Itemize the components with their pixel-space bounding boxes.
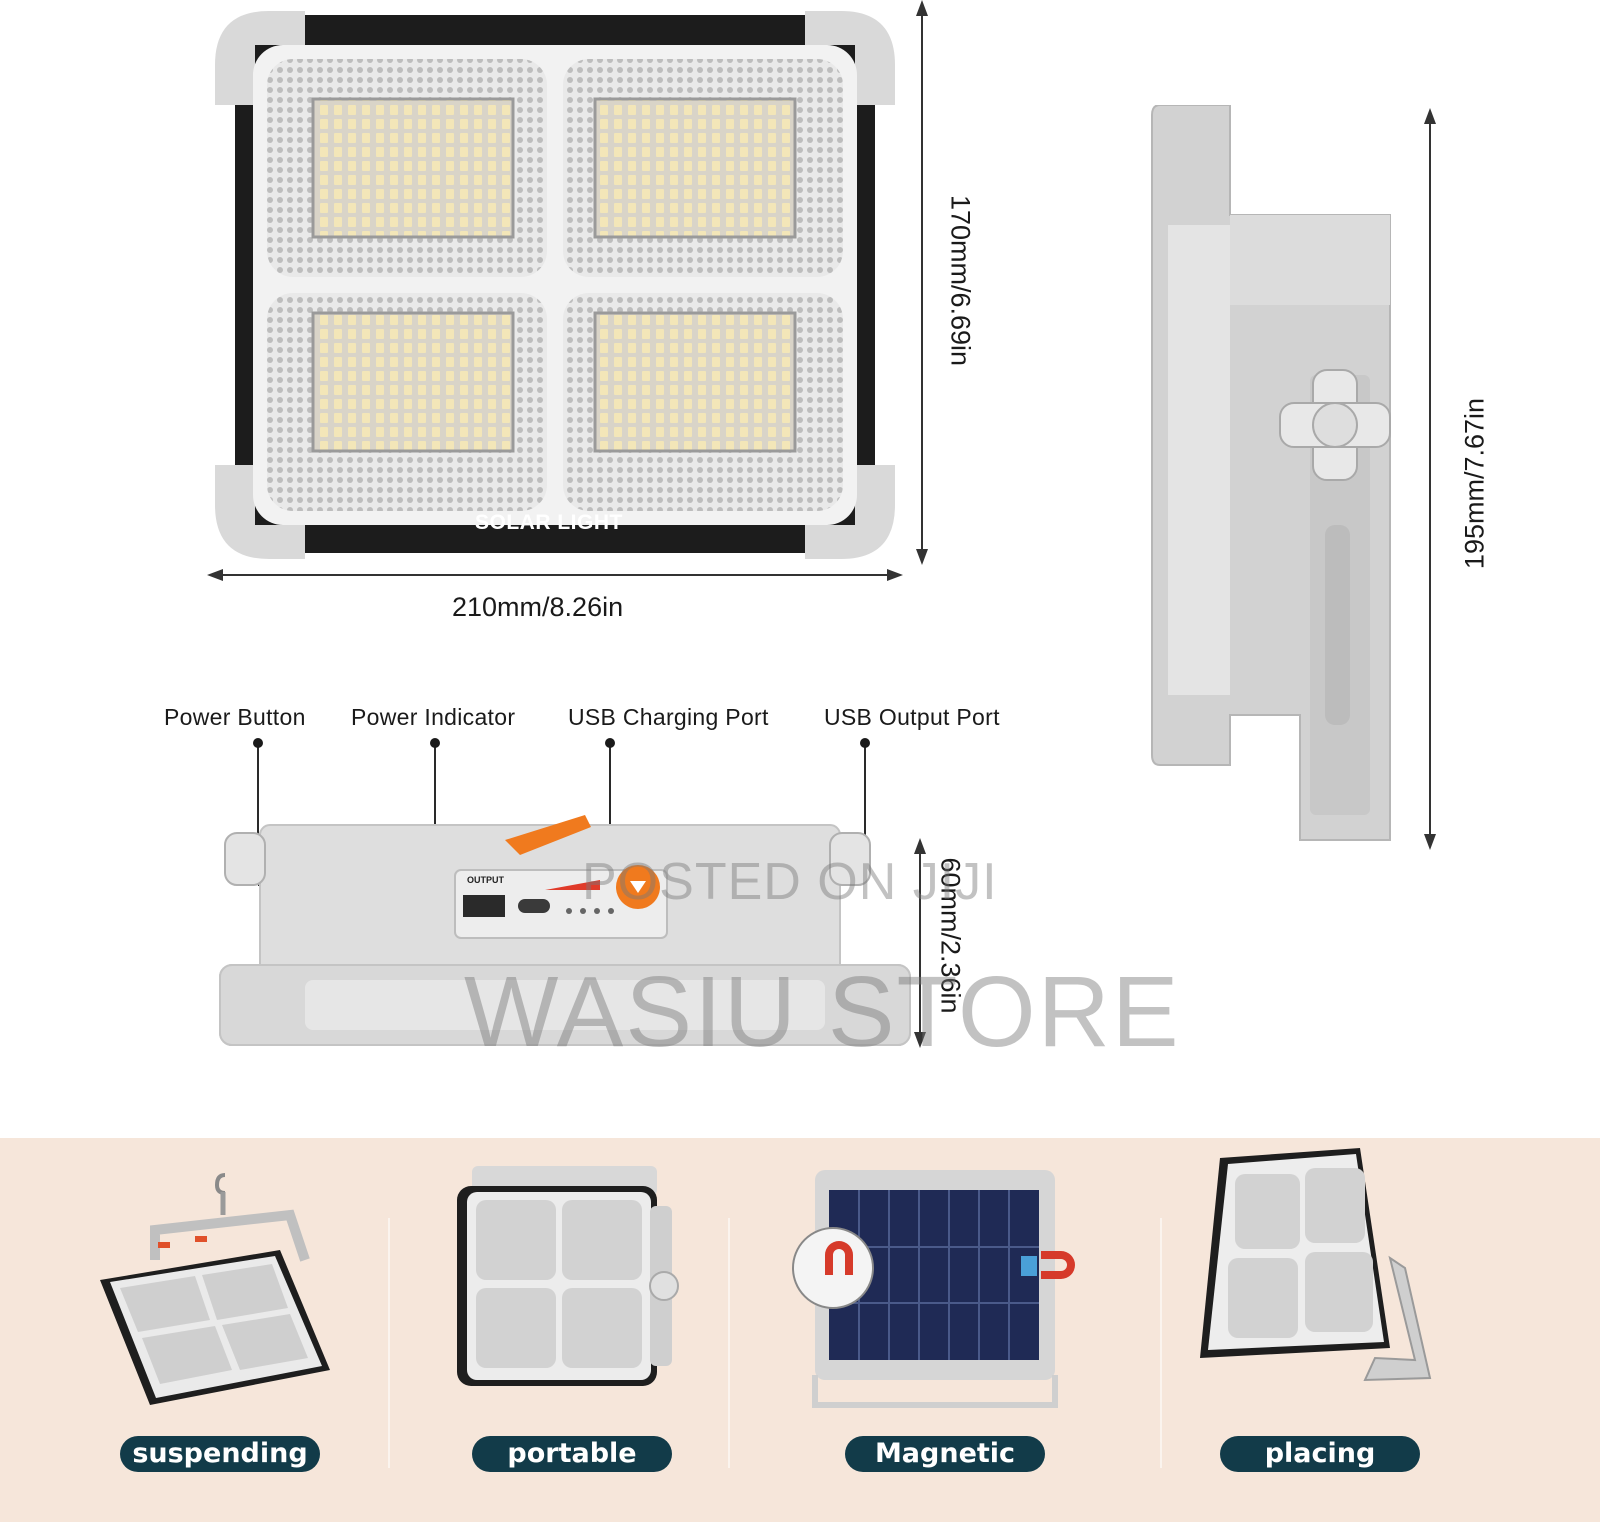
standing-light-icon xyxy=(1200,1148,1432,1382)
width-dimension-arrow xyxy=(207,569,903,581)
feature-magnetic-label: Magnetic xyxy=(845,1436,1045,1472)
side-height-dimension-label: 195mm/7.67in xyxy=(1459,397,1490,570)
output-port-text: OUTPUT xyxy=(467,875,504,885)
hanging-light-icon xyxy=(100,1173,330,1405)
feature-portable: portable xyxy=(372,1138,772,1522)
feature-band: suspending portable xyxy=(0,1138,1600,1522)
depth-dimension-arrow xyxy=(914,838,926,1048)
power-button-callout: Power Button xyxy=(164,704,306,730)
handle-light-icon xyxy=(457,1166,679,1386)
port-view-illustration xyxy=(219,738,911,1046)
width-dimension-label: 210mm/8.26in xyxy=(452,592,624,622)
magnet-solar-panel-icon xyxy=(792,1170,1075,1408)
feature-placing: placing xyxy=(1120,1138,1520,1522)
watermark-store: WASIU STORE xyxy=(464,956,1181,1068)
side-height-dimension-arrow xyxy=(1424,108,1436,850)
feature-magnetic: Magnetic xyxy=(745,1138,1145,1522)
feature-suspending: suspending xyxy=(20,1138,420,1522)
height-dimension-arrow xyxy=(916,0,928,565)
watermark-posted: POSTED ON JIJI xyxy=(582,853,998,911)
feature-suspending-label: suspending xyxy=(120,1436,320,1472)
feature-placing-label: placing xyxy=(1220,1436,1420,1472)
height-dimension-label: 170mm/6.69in xyxy=(945,194,976,367)
feature-portable-label: portable xyxy=(472,1436,672,1472)
front-light-illustration xyxy=(215,11,895,559)
side-view-illustration xyxy=(1151,105,1391,841)
power-indicator-callout: Power Indicator xyxy=(351,704,516,730)
usb-output-port-callout: USB Output Port xyxy=(824,704,1000,730)
front-view: SOLAR LIGHT xyxy=(205,5,905,575)
panel-brand-text: SOLAR LIGHT xyxy=(475,511,623,534)
usb-charging-port-callout: USB Charging Port xyxy=(568,704,769,730)
